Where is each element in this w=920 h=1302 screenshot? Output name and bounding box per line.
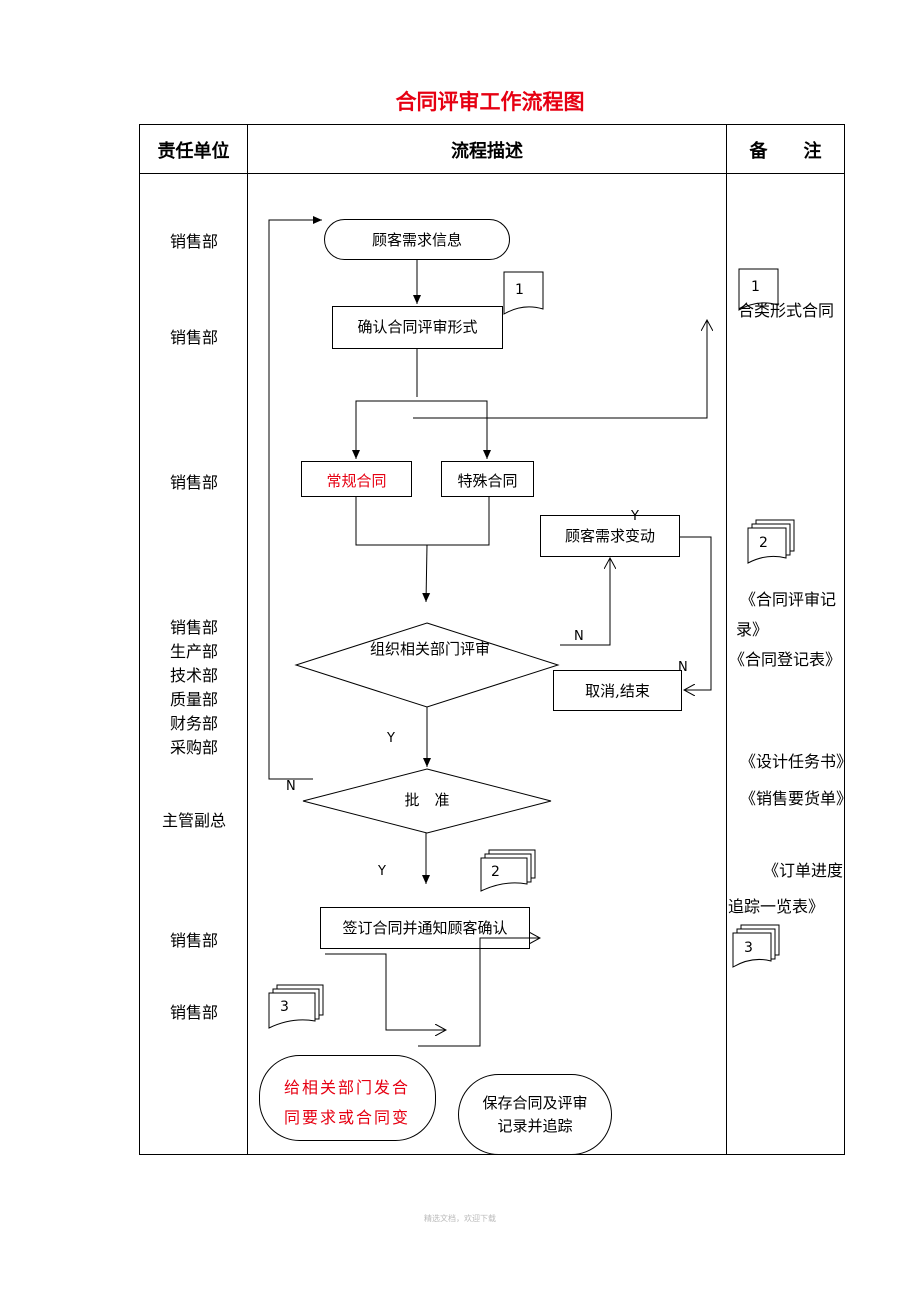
confirm-process-box xyxy=(332,306,503,349)
regular-label: 常规合同 xyxy=(326,472,387,490)
note-review-record-2: 录》 xyxy=(736,620,769,639)
note-contract-type: 合类形式合同 xyxy=(738,301,835,320)
document-stack-3-note xyxy=(732,924,780,968)
doc-number-2-flow: 2 xyxy=(491,864,500,880)
footer-watermark: 精选文档，欢迎下载 xyxy=(424,1214,496,1223)
issue-label-line1: 给相关部门发合 xyxy=(283,1078,410,1097)
document-icon-1 xyxy=(503,271,544,315)
unit-quality: 质量部 xyxy=(169,690,218,709)
document-stack-2-flow xyxy=(480,849,536,892)
start-label: 顾客需求信息 xyxy=(371,231,462,249)
yes-label-approve: Y xyxy=(378,864,386,879)
approve-label: 批 准 xyxy=(404,791,450,809)
unit-group: 销售部 生产部 技术部 质量部 财务部 采购部 xyxy=(140,616,248,760)
save-label: 保存合同及评审 记录并追踪 xyxy=(458,1092,612,1138)
document-icon-1-note xyxy=(738,268,779,311)
special-label: 特殊合同 xyxy=(457,472,518,490)
doc-number-3-flow: 3 xyxy=(280,999,289,1015)
start-terminator xyxy=(324,219,510,260)
review-label: 组织相关部门评审 xyxy=(369,640,490,658)
unit-purchasing: 采购部 xyxy=(169,738,218,757)
note-review-record-1: 《合同评审记 xyxy=(740,590,837,609)
special-contract-box xyxy=(441,461,534,497)
unit-finance: 财务部 xyxy=(169,714,218,733)
unit-technical: 技术部 xyxy=(169,666,218,685)
confirm-label: 确认合同评审形式 xyxy=(357,318,478,336)
header-notes: 备 注 xyxy=(749,141,822,162)
approve-decision xyxy=(302,768,552,834)
sign-label: 签订合同并通知顾客确认 xyxy=(342,919,508,937)
note-contract-register: 《合同登记表》 xyxy=(729,650,842,669)
change-label: 顾客需求变动 xyxy=(564,527,655,545)
no-label-change: N xyxy=(678,660,688,675)
no-label-approve: N xyxy=(286,779,296,794)
page-title: 合同评审工作流程图 xyxy=(395,89,585,114)
issue-terminator xyxy=(259,1055,436,1141)
unit-sales-3: 销售部 xyxy=(169,473,218,492)
note-order-tracking-1: 《订单进度 xyxy=(763,861,844,880)
unit-sales-5: 销售部 xyxy=(169,931,218,950)
cancel-label: 取消,结束 xyxy=(585,682,650,700)
yes-label-review: Y xyxy=(387,731,395,746)
unit-vp: 主管副总 xyxy=(161,811,226,830)
save-label-line1: 保存合同及评审 xyxy=(482,1094,588,1112)
sign-box xyxy=(320,907,530,949)
header-description: 流程描述 xyxy=(451,141,523,162)
change-box xyxy=(540,515,680,557)
doc-number-1-flow: 1 xyxy=(515,282,524,298)
unit-sales-6: 销售部 xyxy=(169,1003,218,1022)
save-label-line2: 记录并追踪 xyxy=(497,1117,573,1135)
document-stack-3-flow xyxy=(268,984,324,1029)
issue-label-line2: 同要求或合同变 xyxy=(283,1108,410,1127)
unit-sales-1: 销售部 xyxy=(169,232,218,251)
doc-number-2-note: 2 xyxy=(759,535,768,551)
doc-number-3-note: 3 xyxy=(744,940,753,956)
note-design-task: 《设计任务书》 xyxy=(740,752,853,771)
yes-label-change: Y xyxy=(631,509,639,524)
issue-label: 给相关部门发合 同要求或合同变 xyxy=(262,1073,432,1133)
document-stack-2-note xyxy=(747,519,795,564)
doc-number-1-note: 1 xyxy=(751,279,760,295)
note-order-tracking-2: 追踪一览表》 xyxy=(728,897,825,916)
save-terminator xyxy=(458,1074,612,1155)
cancel-box xyxy=(553,670,682,711)
note-sales-order: 《销售要货单》 xyxy=(740,789,853,808)
no-label-review: N xyxy=(574,629,584,644)
header-unit: 责任单位 xyxy=(157,141,230,162)
unit-sales-4: 销售部 xyxy=(169,618,218,637)
unit-sales-2: 销售部 xyxy=(169,328,218,347)
unit-production: 生产部 xyxy=(169,642,218,661)
regular-contract-box xyxy=(301,461,412,497)
review-decision xyxy=(294,622,560,708)
